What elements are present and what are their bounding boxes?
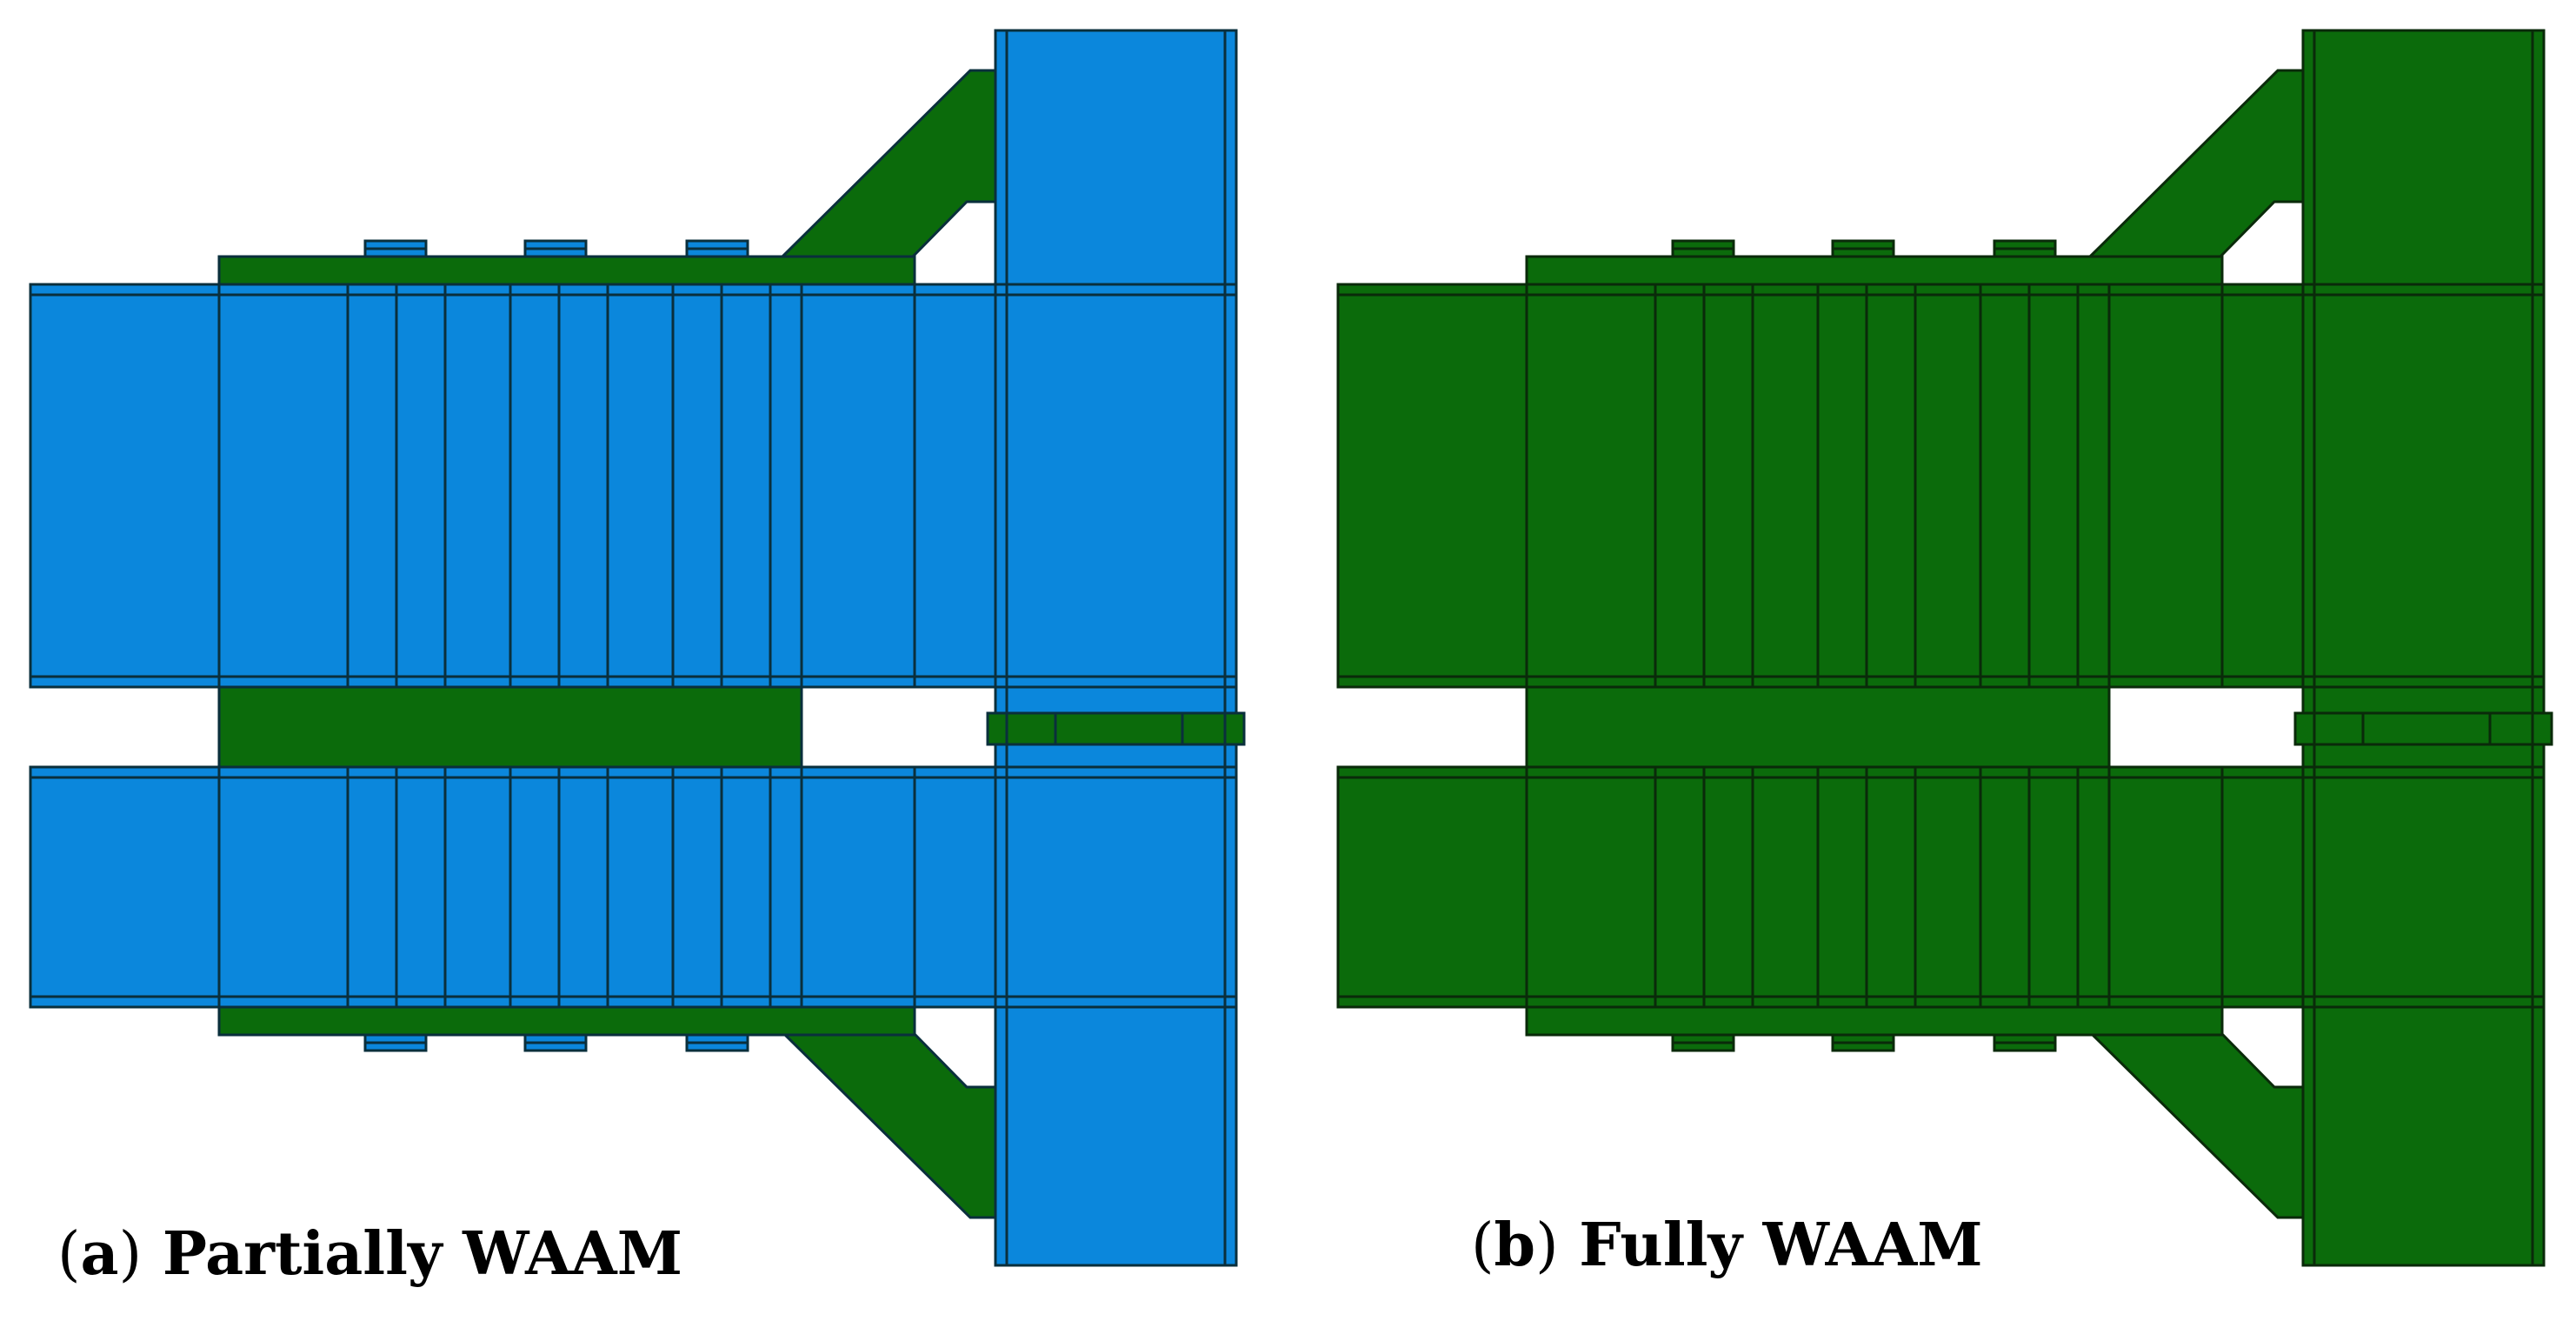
caption-a-letter: a bbox=[80, 1219, 119, 1289]
panel-a-caption: (a) Partially WAAM bbox=[57, 1224, 682, 1284]
middle-splice-plate bbox=[217, 685, 803, 769]
caption-b-close-paren: ) bbox=[1535, 1211, 1559, 1280]
column-side-plate bbox=[986, 711, 1246, 746]
panel-b-caption: (b) Fully WAAM bbox=[1471, 1216, 1982, 1276]
column-side-plate bbox=[2293, 711, 2553, 746]
bottom-cover-plate bbox=[217, 1005, 916, 1037]
caption-b-letter: b bbox=[1494, 1211, 1536, 1280]
middle-splice-plate bbox=[1525, 685, 2111, 769]
caption-a-open-paren: ( bbox=[57, 1220, 81, 1289]
lower-beam bbox=[29, 765, 997, 1009]
column bbox=[2301, 29, 2546, 1267]
panel-b-fully-waam bbox=[1336, 29, 2553, 1267]
column bbox=[994, 29, 1238, 1267]
panel-a-partially-waam bbox=[29, 29, 1246, 1267]
lower-beam bbox=[1336, 765, 2305, 1009]
upper-beam bbox=[29, 283, 997, 689]
caption-a-text: Partially WAAM bbox=[162, 1219, 682, 1289]
caption-b-text: Fully WAAM bbox=[1579, 1211, 1983, 1280]
upper-beam bbox=[1336, 283, 2305, 689]
caption-a-close-paren: ) bbox=[118, 1220, 143, 1289]
bottom-cover-plate bbox=[1525, 1005, 2224, 1037]
top-cover-plate bbox=[1525, 255, 2224, 286]
caption-b-open-paren: ( bbox=[1471, 1211, 1494, 1280]
top-cover-plate bbox=[217, 255, 916, 286]
